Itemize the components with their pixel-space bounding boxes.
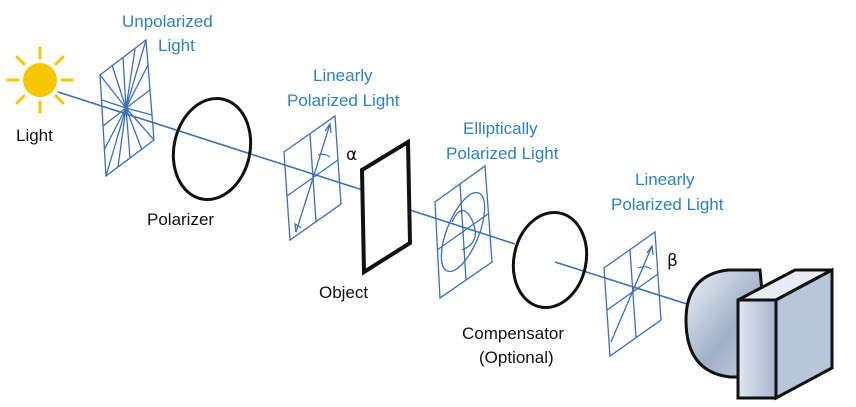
wave-arrow-head-2 bbox=[646, 244, 654, 256]
unpolarized-light-panel bbox=[99, 38, 155, 178]
compensator-label-line1: Compensator bbox=[462, 324, 564, 343]
unpolarized-label-line2: Light bbox=[158, 36, 195, 55]
compensator-label-line2: (Optional) bbox=[479, 348, 554, 367]
linear2-label-line1: Linearly bbox=[635, 170, 695, 189]
linear1-label-line2: Polarized Light bbox=[287, 91, 400, 110]
wave-arrow-tail bbox=[294, 222, 302, 233]
linear-polarized-panel-2 bbox=[603, 230, 662, 358]
polarizer-lens bbox=[171, 96, 253, 202]
linear1-label-line1: Linearly bbox=[313, 66, 373, 85]
polarizer-label: Polarizer bbox=[147, 210, 214, 229]
wave-arrow-head bbox=[324, 122, 332, 134]
elliptical-label-line2: Polarized Light bbox=[446, 144, 559, 163]
elliptical-label-line1: Elliptically bbox=[463, 119, 538, 138]
beta-label: β bbox=[667, 251, 678, 271]
beta-arc bbox=[637, 266, 652, 270]
sun-icon bbox=[6, 46, 74, 114]
linear2-label-line2: Polarized Light bbox=[611, 195, 724, 214]
light-source-label: Light bbox=[16, 126, 53, 145]
camera-detector-icon bbox=[684, 267, 834, 401]
linear-polarized-panel-1 bbox=[283, 114, 342, 242]
unpolarized-label-line1: Unpolarized bbox=[122, 12, 213, 31]
object-label: Object bbox=[319, 283, 368, 302]
object-sample bbox=[359, 138, 413, 276]
alpha-label: α bbox=[346, 145, 357, 165]
alpha-arc bbox=[317, 153, 331, 158]
elliptical-polarized-panel bbox=[434, 164, 493, 300]
compensator-lens bbox=[511, 210, 589, 310]
